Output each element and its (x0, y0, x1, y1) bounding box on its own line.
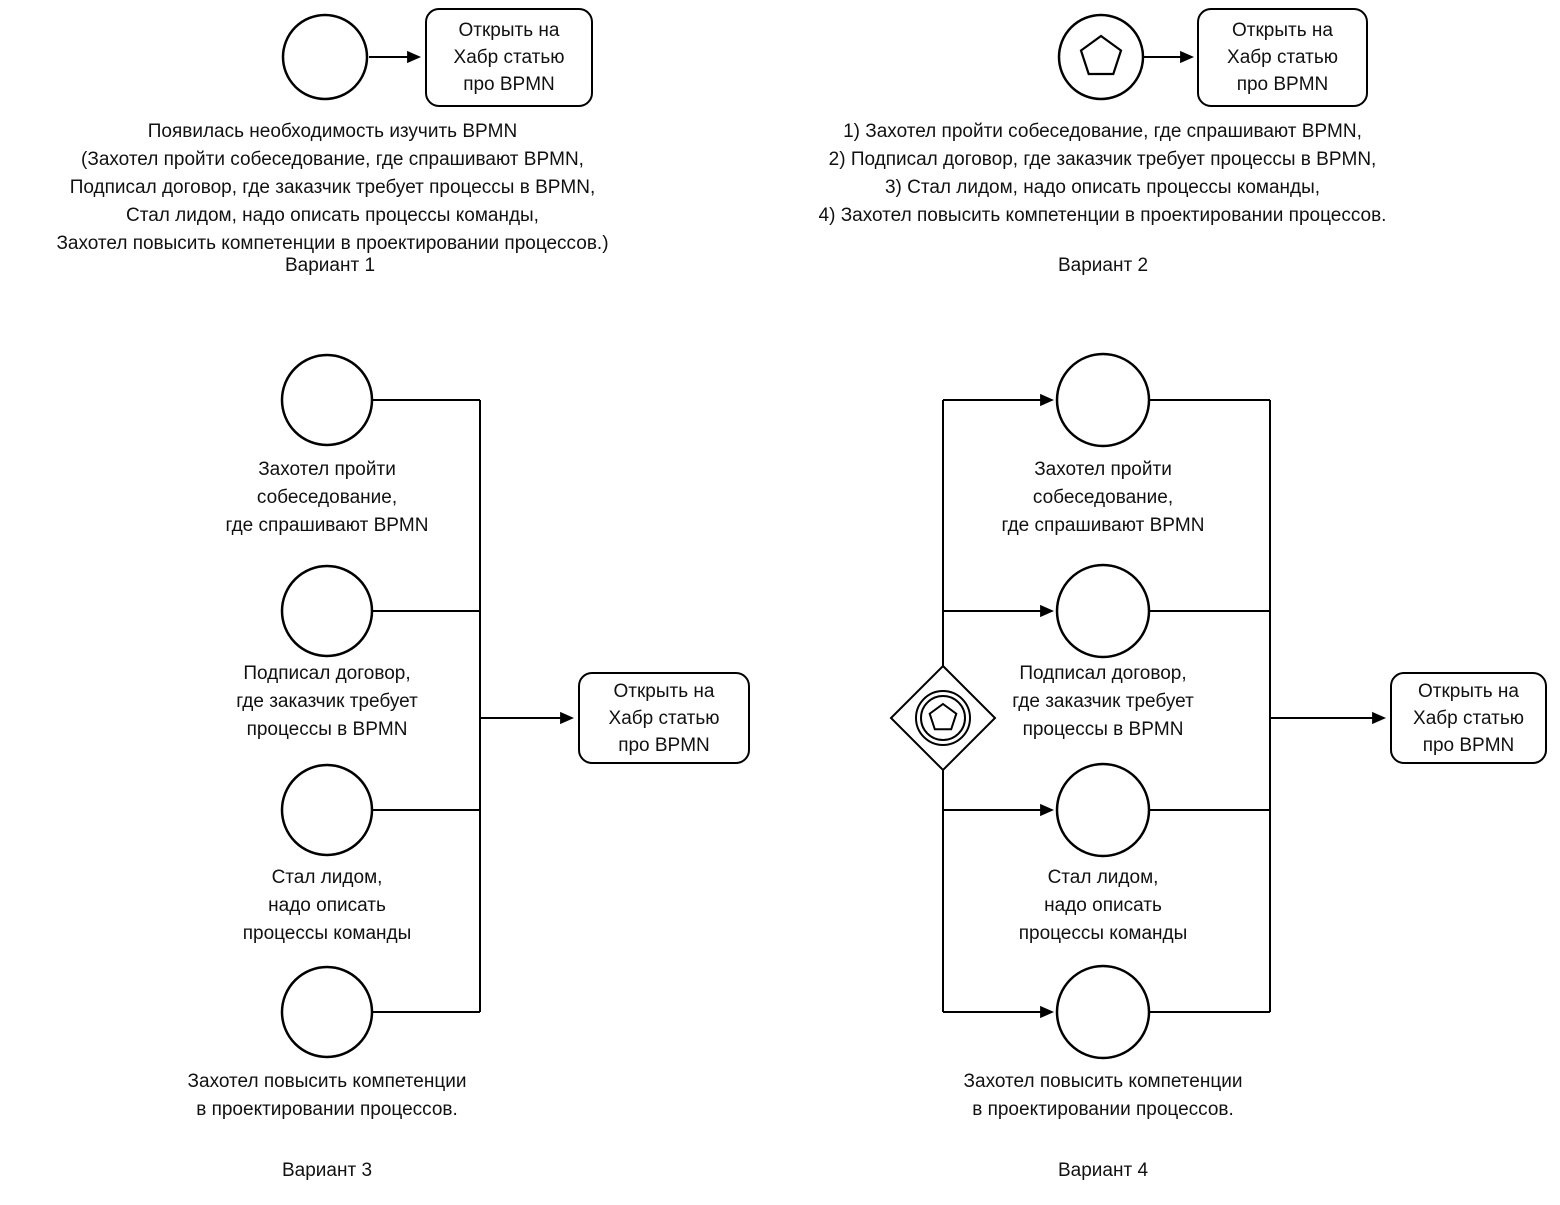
multiple-start-event-circle (1057, 13, 1145, 101)
task-open-habr-article-v4: Открыть на Хабр статью про BPMN (1390, 672, 1547, 764)
start-event-circle (1055, 964, 1151, 1060)
variant4-caption: Вариант 4 (1057, 1160, 1149, 1181)
variant4-event-label-2: Подписал договор, где заказчик требует п… (1012, 663, 1194, 740)
variant2-flow (1057, 13, 1195, 101)
variant1-flow (281, 13, 422, 101)
variant3-event-label-1: Захотел пройти собеседование, где спраши… (225, 459, 429, 536)
variant4-flow (889, 352, 1387, 1060)
variant3-event-label-3: Стал лидом, надо описать процессы команд… (242, 867, 412, 944)
gateway-inner-circle (920, 695, 966, 741)
start-event-circle (281, 13, 369, 101)
start-event-circle (280, 763, 374, 857)
task-open-habr-article-v3: Открыть на Хабр статью про BPMN (578, 672, 750, 764)
start-event-circle (280, 965, 374, 1059)
start-event-circle (280, 353, 374, 447)
variant1-caption: Вариант 1 (284, 255, 376, 276)
task-open-habr-article-v2: Открыть на Хабр статью про BPMN (1197, 8, 1368, 107)
pentagon-icon (1079, 34, 1123, 76)
start-event-circle (1055, 352, 1151, 448)
pentagon-icon (928, 702, 958, 731)
task-open-habr-article-v1: Открыть на Хабр статью про BPMN (425, 8, 593, 107)
variant3-event-label-2: Подписал договор, где заказчик требует п… (236, 663, 418, 740)
variant4-event-label-4: Захотел повысить компетенции в проектиро… (963, 1071, 1243, 1120)
variant3-event-label-4: Захотел повысить компетенции в проектиро… (187, 1071, 467, 1120)
gateway-outer-circle (915, 690, 971, 746)
variant2-caption: Вариант 2 (1057, 255, 1149, 276)
variant3-flow (280, 353, 575, 1059)
start-event-circle (1055, 563, 1151, 659)
start-event-circle (280, 564, 374, 658)
variant2-description: 1) Захотел пройти собеседование, где спр… (818, 121, 1387, 226)
variant1-description: Появилась необходимость изучить BPMN (За… (56, 121, 609, 254)
start-event-circle (1055, 762, 1151, 858)
variant4-event-label-3: Стал лидом, надо описать процессы команд… (1018, 867, 1188, 944)
variant3-caption: Вариант 3 (281, 1160, 373, 1181)
variant4-event-label-1: Захотел пройти собеседование, где спраши… (1001, 459, 1205, 536)
